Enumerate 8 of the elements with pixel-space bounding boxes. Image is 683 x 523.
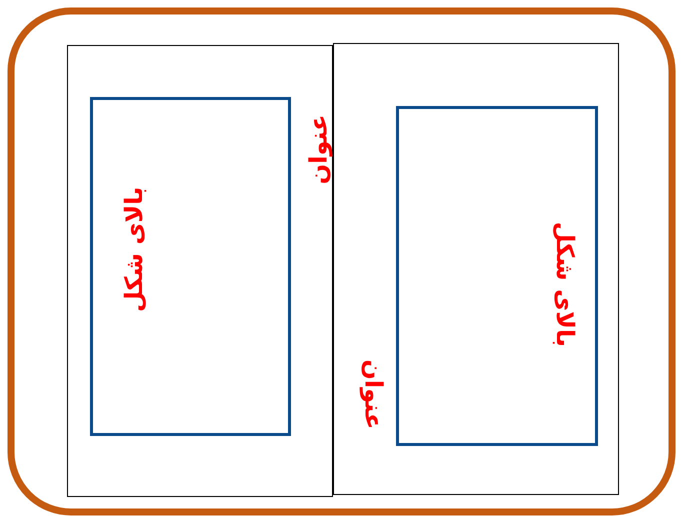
figure-caption-text: بالای شکل	[120, 186, 149, 312]
title-text: عنوان	[304, 114, 334, 184]
title-text: عنوان	[358, 358, 388, 429]
page-outline	[333, 43, 619, 495]
figure-box	[396, 106, 598, 446]
figure-box	[90, 97, 291, 436]
page-outline	[67, 45, 333, 497]
figure-caption-text: بالای شکل	[550, 221, 579, 347]
